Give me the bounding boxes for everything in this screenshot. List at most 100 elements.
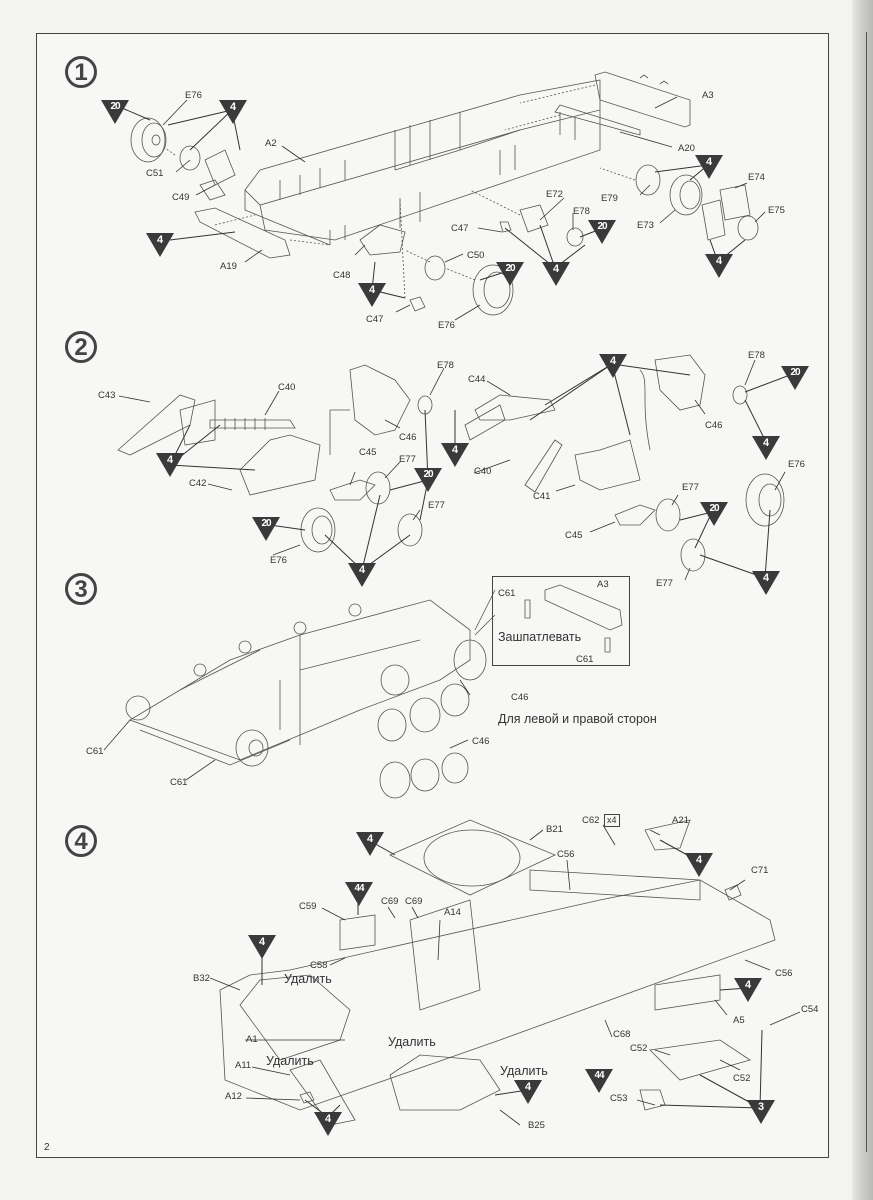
part-label: B32 <box>193 973 210 984</box>
paint-callout: 4 <box>734 978 762 1002</box>
part-label: E78 <box>437 360 454 371</box>
part-label: C52 <box>630 1043 648 1054</box>
remove-note: Удалить <box>266 1054 314 1068</box>
filler-note: Зашпатлевать <box>498 630 582 644</box>
part-label: C56 <box>557 849 575 860</box>
part-label: C40 <box>474 466 492 477</box>
part-label: C69 <box>405 896 423 907</box>
part-label: E76 <box>270 555 287 566</box>
part-label: C46 <box>705 420 723 431</box>
step-number-3: 3 <box>65 573 97 605</box>
paint-callout: 4 <box>705 254 733 278</box>
step1-assembly-arrows <box>164 84 636 299</box>
part-label: C58 <box>310 960 328 971</box>
paint-callout: 20 <box>252 517 280 541</box>
quantity-badge: x4 <box>604 814 620 827</box>
adjacent-page-edge <box>852 0 873 1200</box>
both-sides-note: Для левой и правой сторон <box>498 712 657 726</box>
part-label: C46 <box>472 736 490 747</box>
part-label: C50 <box>467 250 485 261</box>
paint-callout: 4 <box>356 832 384 856</box>
part-label: E76 <box>788 459 805 470</box>
paint-callout: 4 <box>358 283 386 307</box>
part-label: C40 <box>278 382 296 393</box>
part-label: E74 <box>748 172 765 183</box>
paint-callout: 4 <box>314 1112 342 1136</box>
part-label: E76 <box>185 90 202 101</box>
part-label: C61 <box>86 746 104 757</box>
paint-callout: 4 <box>146 233 174 257</box>
part-label: C45 <box>565 530 583 541</box>
part-label: E76 <box>438 320 455 331</box>
part-label: A1 <box>246 1034 258 1045</box>
paint-callout: 4 <box>248 935 276 959</box>
part-label: C46 <box>399 432 417 443</box>
part-label: C47 <box>366 314 384 325</box>
part-label: E77 <box>399 454 416 465</box>
part-label: C44 <box>468 374 486 385</box>
part-label: A14 <box>444 907 461 918</box>
part-label: C54 <box>801 1004 819 1015</box>
paint-callout: 20 <box>101 100 129 124</box>
paint-callout: 4 <box>695 155 723 179</box>
part-label: C46 <box>511 692 529 703</box>
part-label: C41 <box>533 491 551 502</box>
leader-lines <box>103 96 801 1126</box>
paint-callout: 4 <box>219 100 247 124</box>
paint-callout: 3 <box>747 1100 775 1124</box>
paint-callout: 4 <box>348 563 376 587</box>
paint-callout: 4 <box>599 354 627 378</box>
part-label: A20 <box>678 143 695 154</box>
step-number-2: 2 <box>65 331 97 363</box>
step1-left-wheel <box>130 117 236 201</box>
paint-callout: 4 <box>542 262 570 286</box>
part-label: A11 <box>235 1060 252 1071</box>
paint-callout: 4 <box>685 853 713 877</box>
callout-lines <box>121 107 791 1118</box>
part-label: A19 <box>220 261 237 272</box>
adjacent-page-border <box>866 32 867 1152</box>
part-label: E78 <box>748 350 765 361</box>
part-label: A3 <box>597 579 609 590</box>
remove-note: Удалить <box>388 1035 436 1049</box>
remove-note: Удалить <box>500 1064 548 1078</box>
part-label: C69 <box>381 896 399 907</box>
part-label: A3 <box>702 90 714 101</box>
step3-inset-drawing <box>474 584 623 653</box>
paint-callout: 20 <box>781 366 809 390</box>
part-label: E79 <box>601 193 618 204</box>
part-label: C68 <box>613 1029 631 1040</box>
paint-callout: 20 <box>700 502 728 526</box>
step1-idler-and-sprocket <box>359 164 759 316</box>
remove-note: Удалить <box>284 972 332 986</box>
part-label: E77 <box>682 482 699 493</box>
step4-hull-drawing <box>219 819 776 1126</box>
paint-callout: 20 <box>588 220 616 244</box>
step1-a20-part <box>554 104 641 140</box>
page-frame <box>36 33 829 1158</box>
part-label: C47 <box>451 223 469 234</box>
part-label: C53 <box>610 1093 628 1104</box>
paint-callout: 4 <box>752 571 780 595</box>
paint-callout: 4 <box>752 436 780 460</box>
part-label: C49 <box>172 192 190 203</box>
part-label: E77 <box>656 578 673 589</box>
step1-a19-part <box>194 207 291 259</box>
part-label: E73 <box>637 220 654 231</box>
part-label: C48 <box>333 270 351 281</box>
part-label: C71 <box>751 865 769 876</box>
step1-hull-drawing <box>244 79 601 246</box>
part-label: C56 <box>775 968 793 979</box>
part-label: A5 <box>733 1015 745 1026</box>
paint-callout: 20 <box>496 262 524 286</box>
part-label: E75 <box>768 205 785 216</box>
part-label: E77 <box>428 500 445 511</box>
page-number: 2 <box>44 1142 50 1153</box>
part-label: A21 <box>672 815 689 826</box>
part-label: C45 <box>359 447 377 458</box>
part-label: C61 <box>498 588 516 599</box>
step-number-4: 4 <box>65 825 97 857</box>
part-label: C43 <box>98 390 116 401</box>
step2-right-suspension <box>464 354 785 572</box>
part-label: C42 <box>189 478 207 489</box>
